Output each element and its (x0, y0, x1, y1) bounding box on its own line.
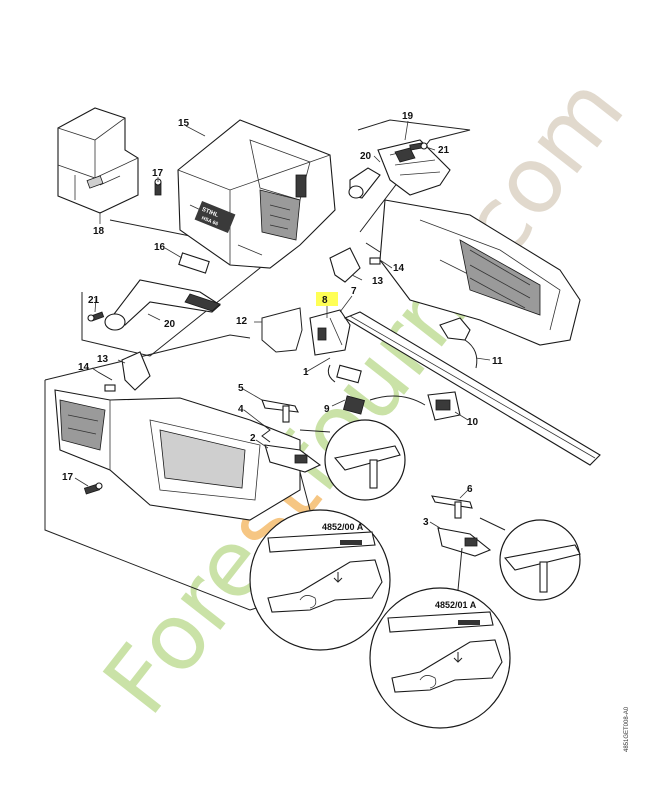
pin-part-14-top (365, 242, 381, 265)
part-label-14-top: 14 (393, 263, 405, 274)
part-label-21-top: 21 (438, 145, 450, 156)
part-label-12: 12 (236, 316, 248, 327)
part-label-8: 8 (322, 295, 328, 306)
drawing-code: 4851GET008-A0 (624, 706, 630, 752)
label-part-16 (178, 252, 210, 274)
cover-part-20-left (104, 279, 221, 331)
part-label-11: 11 (492, 356, 503, 367)
contacts-part-9 (327, 364, 365, 415)
clip-part-13-left (121, 351, 151, 391)
part-label-19: 19 (402, 111, 414, 122)
part-label-17-bottom: 17 (62, 472, 74, 483)
rod-part-1 (343, 311, 601, 466)
lever-part-5 (261, 399, 299, 423)
screw-part-17-bottom (83, 482, 103, 495)
wire-part-12 (261, 307, 303, 353)
detail-ref-b: 4852/01 A (435, 600, 477, 610)
part-label-10: 10 (467, 417, 479, 428)
trigger-part-3 (437, 527, 492, 557)
part-label-14-left: 14 (78, 362, 90, 373)
part-label-13-left: 13 (97, 354, 109, 365)
detail-circle-a (249, 471, 391, 651)
part-label-2: 2 (250, 433, 256, 444)
battery-housing-part-18 (57, 107, 139, 214)
part-label-9: 9 (324, 404, 330, 415)
part-label-16: 16 (154, 242, 166, 253)
part-label-4: 4 (238, 404, 244, 415)
trigger-part-2 (264, 444, 322, 473)
leader-lines (74, 120, 491, 529)
part-label-17-top: 17 (152, 168, 164, 179)
part-number-labels: 1 2 3 4 5 6 7 8 9 10 11 12 13 13 14 14 1… (62, 111, 503, 528)
part-label-5: 5 (238, 383, 244, 394)
part-label-7: 7 (351, 286, 357, 297)
switch-part-8 (309, 309, 351, 356)
cover-assembly-part-19 (377, 139, 451, 196)
handle-housing-right (379, 199, 581, 346)
detail-ref-a: 4852/00 A (322, 522, 364, 532)
brand-label: STIHL HSA 66 (194, 200, 236, 234)
spring-part-4 (261, 423, 271, 443)
detail-circle-b (369, 547, 511, 729)
part-label-15: 15 (178, 118, 190, 129)
part-label-6: 6 (467, 484, 473, 495)
part-label-1: 1 (303, 367, 309, 378)
blade-housing-left (54, 389, 301, 521)
lever-part-6 (431, 495, 473, 519)
highlight-box-part-8 (316, 292, 338, 306)
part-label-20-left: 20 (164, 319, 176, 330)
grip-part-20-top (348, 167, 381, 199)
part-label-21-left: 21 (88, 295, 100, 306)
detail-circle-upper (299, 419, 406, 501)
screw-part-21-left (87, 311, 105, 322)
part-label-13-top: 13 (372, 276, 384, 287)
screw-part-21-top (409, 142, 428, 151)
detail-circle-middle (479, 517, 581, 601)
part-label-20-top: 20 (360, 151, 372, 162)
pin-part-14-left (97, 371, 116, 392)
bracket-part-11 (439, 317, 478, 369)
motor-housing-part-15 (177, 119, 336, 269)
part-label-3: 3 (423, 517, 429, 528)
part-label-18: 18 (93, 226, 105, 237)
